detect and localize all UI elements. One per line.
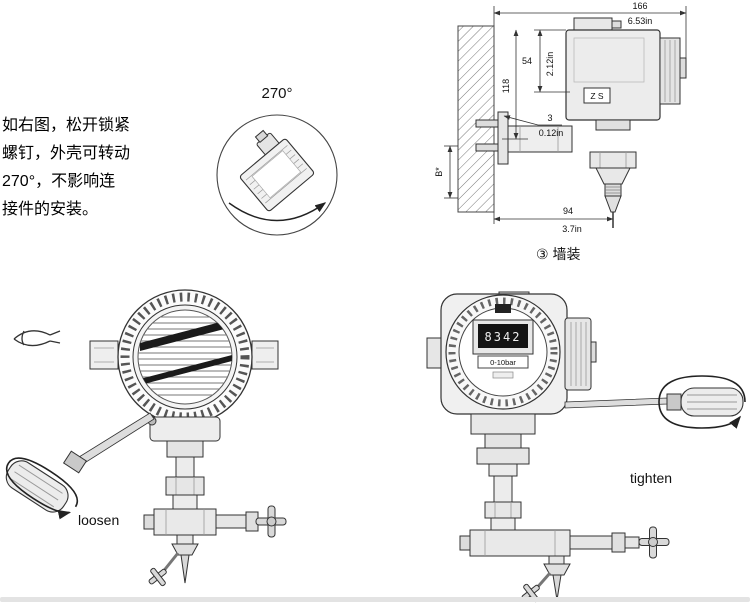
tighten-figure: 8342 0-10bar	[426, 291, 746, 603]
drain-handle	[148, 567, 167, 587]
face-stripes	[138, 316, 232, 396]
instruction-line: 如右图，松开锁紧	[2, 117, 131, 134]
cert-mark	[495, 304, 511, 313]
rotation-angle-label: 270°	[261, 85, 292, 102]
valve-handwheel	[638, 526, 670, 559]
lcd-display	[478, 324, 528, 348]
instruction-text: 如右图，松开锁紧 螺钉，外壳可转动 270°，不影响连 接件的安装。	[2, 112, 142, 224]
zero-span-box	[583, 87, 611, 104]
instruction-line: 接件的安装。	[2, 201, 99, 218]
transmitter-side-view: Z S	[565, 17, 687, 228]
rotate-loosen-arrow	[5, 457, 79, 520]
instruction-line: 270°，不影响连	[2, 173, 116, 190]
dimension-lines	[444, 6, 687, 224]
dim-top-offset-in: 2.12in	[545, 52, 555, 77]
rotated-transmitter	[239, 129, 315, 212]
screwdriver	[564, 387, 744, 417]
dim-top-offset-mm: 54	[522, 56, 532, 66]
instruction-line: 螺钉，外壳可转动	[2, 145, 131, 162]
eye-icon	[13, 330, 61, 347]
screwdriver	[5, 412, 155, 513]
tighten-label: tighten	[630, 470, 673, 486]
drain-tip	[552, 574, 562, 601]
rotation-arrow	[228, 202, 327, 222]
range-label: 0-10bar	[490, 358, 516, 367]
rotation-circle	[216, 114, 338, 236]
ribbed-ring	[120, 292, 250, 422]
dim-gap-in: 0.12in	[539, 128, 564, 138]
bottom-divider	[0, 597, 750, 602]
transmitter-display-view: 8342 0-10bar	[426, 291, 597, 503]
loosen-figure	[5, 289, 287, 587]
dim-width-in: 6.53in	[628, 16, 653, 26]
rotate-tighten-arrow	[658, 375, 746, 429]
zero-span-label: Z S	[590, 91, 604, 101]
drain-tip	[180, 554, 190, 584]
lcd-value: 8342	[485, 330, 522, 344]
valve-manifold	[459, 501, 670, 603]
wall-hatch	[457, 25, 495, 213]
ribbed-ring	[448, 297, 558, 407]
loosen-label: loosen	[78, 512, 120, 528]
wall-mount-caption: ③ 墙装	[536, 246, 581, 262]
dim-mount-height: B*	[434, 167, 444, 177]
wall-mount-drawing: Z S	[434, 1, 687, 234]
dim-height-mm: 118	[501, 79, 511, 93]
dim-depth-mm: 94	[563, 206, 573, 216]
dim-gap-mm: 3	[547, 113, 552, 123]
dim-width-mm: 166	[632, 1, 647, 11]
mounting-bracket	[475, 111, 573, 165]
rotation-diagram: 270°	[216, 85, 338, 236]
dim-depth-in: 3.7in	[562, 224, 582, 234]
transmitter-front-view	[89, 289, 279, 458]
valve-handwheel	[255, 505, 287, 538]
valve-manifold	[143, 456, 287, 587]
